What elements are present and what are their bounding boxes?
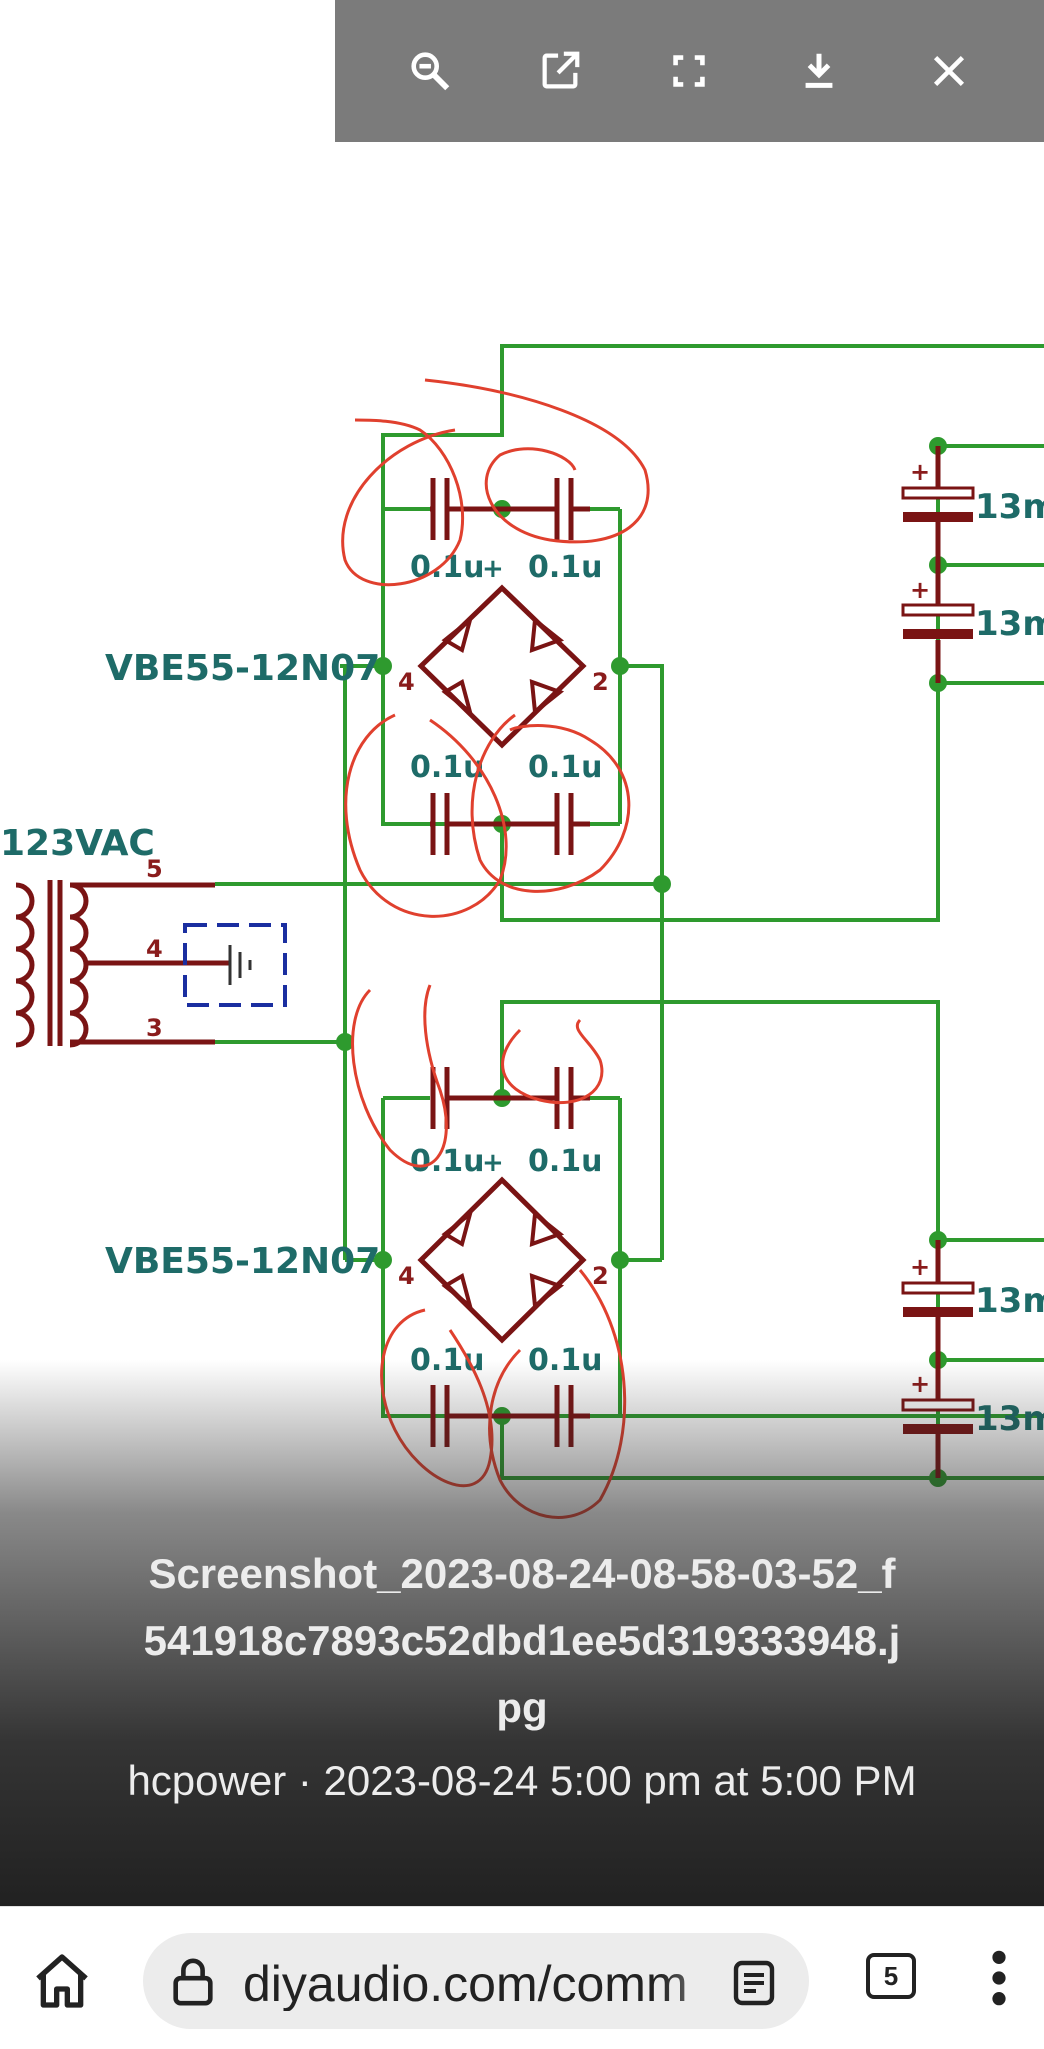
fullscreen-button[interactable] [659,41,719,101]
polarity-mark: + [482,1148,504,1178]
viewer-toolbar [335,0,1044,142]
bridge-pin-right: 2 [592,668,609,696]
bulk-cap-label: 13m [975,1281,1044,1321]
cap-label: 0.1u [410,750,485,785]
open-in-new-icon [542,51,580,89]
image-filename: Screenshot_2023-08-24-08-58-03-52_f54191… [143,1550,901,1731]
home-icon[interactable] [30,1949,94,2013]
rectifier-label-bottom: VBE55-12N07 [105,1241,380,1282]
bulk-cap-label: 13m [975,604,1044,644]
bridge-pin-right: 2 [592,1262,609,1290]
caption-backdrop [0,1360,1044,1906]
cap-label: 0.1u [410,1144,485,1179]
download-button[interactable] [789,41,849,101]
pin-label-mid: 4 [146,935,163,963]
cap-label: 0.1u [528,750,603,785]
more-vert-icon[interactable] [976,1947,1022,2009]
cap-label: 0.1u [528,550,603,585]
bulk-cap-label: 13m [975,487,1044,527]
browser-bottom-bar: diyaudio.com/comm 5 [0,1906,1044,2049]
url-bar[interactable]: diyaudio.com/comm [143,1933,809,2029]
transformer-label: 123VAC [0,823,155,864]
close-button[interactable] [919,41,979,101]
bulk-cap-plus: + [910,458,930,486]
pin-label-bottom: 3 [146,1014,163,1042]
bulk-cap-plus: + [910,576,930,604]
rectifier-label-top: VBE55-12N07 [105,648,380,689]
download-icon [805,53,833,88]
image-caption: Screenshot_2023-08-24-08-58-03-52_f54191… [0,1540,1044,1814]
bulk-cap-plus: + [910,1253,930,1281]
bridge-pin-left: 4 [398,668,415,696]
bridge-pin-left: 4 [398,1262,415,1290]
polarity-mark: + [482,554,504,584]
cap-label: 0.1u [410,550,485,585]
lock-icon [173,1958,213,2006]
pin-label-top: 5 [146,855,163,883]
open-external-button[interactable] [530,41,590,101]
close-icon [934,55,965,87]
image-viewer: VBE55-12N07 VBE55-12N07 123VAC 5 4 3 0.1… [0,0,1044,1906]
tab-count: 5 [883,1960,899,1991]
url-text: diyaudio.com/comm [243,1956,688,2011]
cap-label: 0.1u [528,1144,603,1179]
zoom-out-button[interactable] [400,41,460,101]
reader-mode-icon[interactable] [731,1959,777,2007]
image-meta: hcpower · 2023-08-24 5:00 pm at 5:00 PM [127,1757,917,1804]
zoom-out-icon [411,52,450,91]
fullscreen-icon [673,55,706,87]
tabs-button[interactable]: 5 [866,1953,916,1999]
